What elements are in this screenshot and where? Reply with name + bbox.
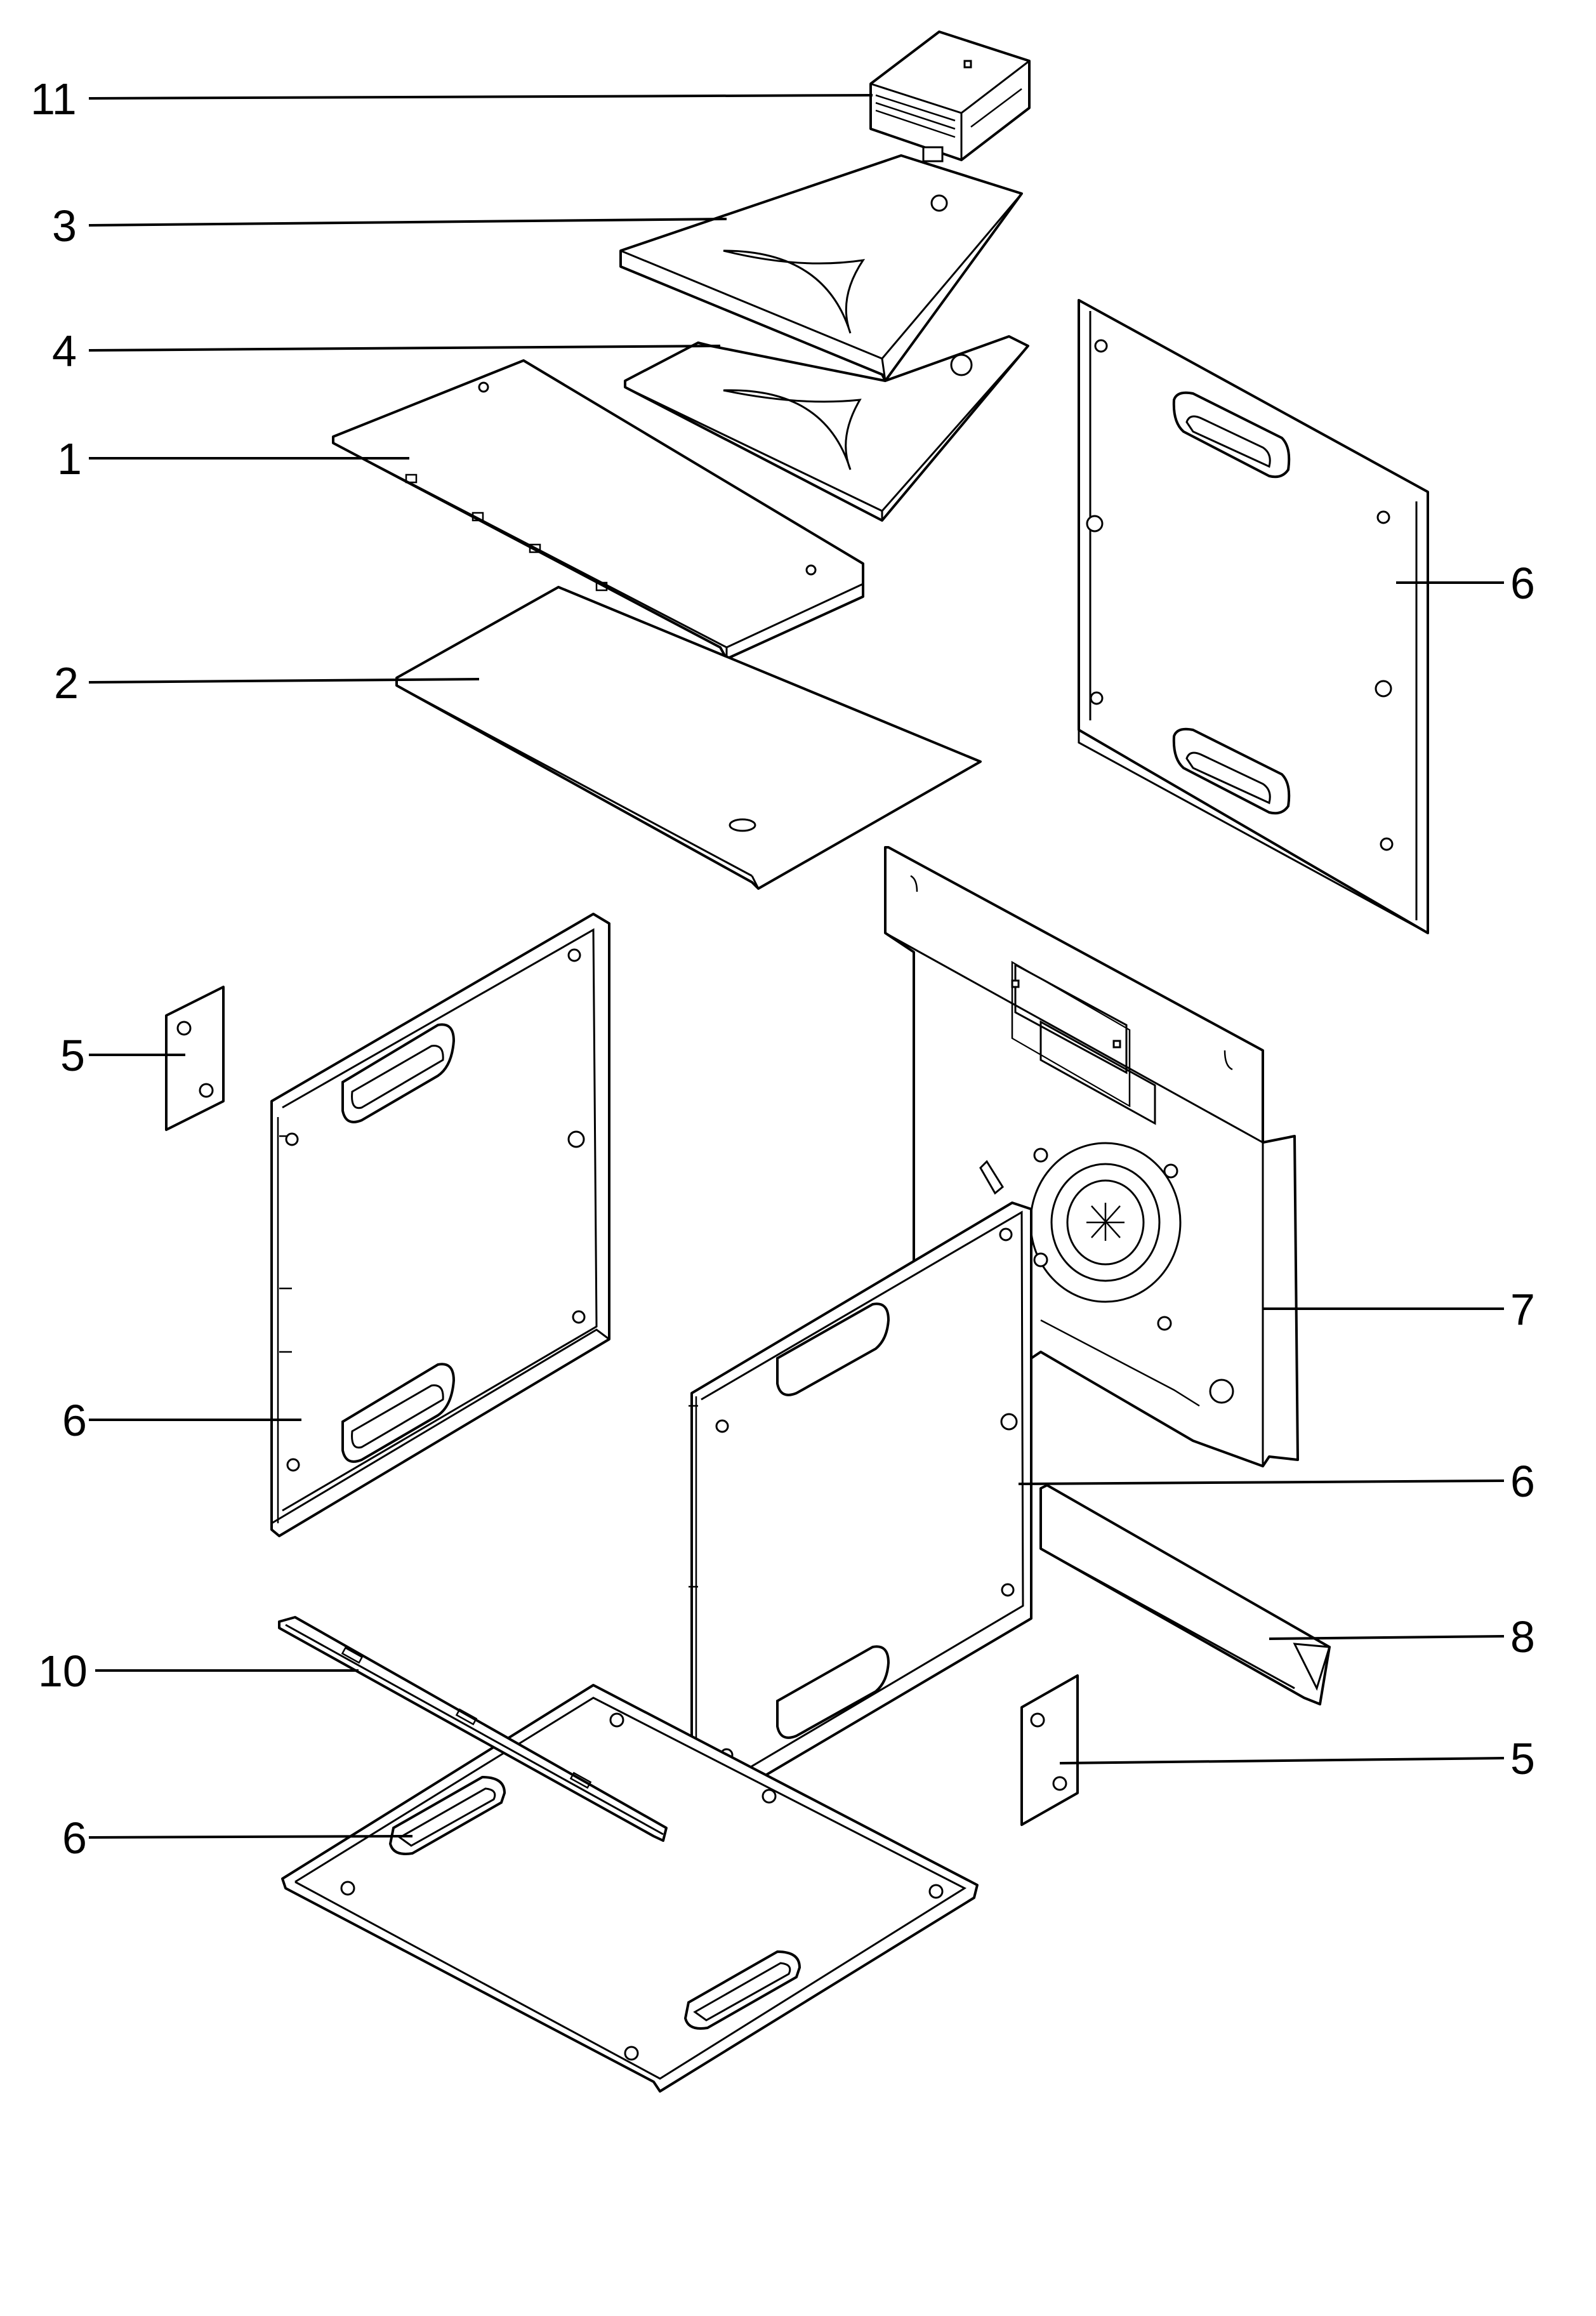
callout-5-right: 5 <box>1510 1734 1535 1783</box>
part-6-side-panel-left <box>270 913 610 1537</box>
callout-4: 4 <box>52 326 77 376</box>
callout-6-top-right: 6 <box>1510 559 1535 608</box>
callout-3: 3 <box>52 201 77 251</box>
leader-lines <box>88 94 1505 1839</box>
callout-10: 10 <box>38 1646 88 1696</box>
part-6-front-panel <box>689 1201 1032 1807</box>
leader-3 <box>88 218 727 227</box>
handle-top <box>776 1302 890 1396</box>
leader-2 <box>88 678 480 684</box>
callout-1: 1 <box>57 434 82 484</box>
callout-7: 7 <box>1510 1285 1535 1334</box>
handle-top <box>1172 391 1291 479</box>
handle-bottom <box>1172 727 1291 815</box>
part-2-base-sheet <box>395 586 982 890</box>
part-4-panel <box>624 335 1029 522</box>
part-11-control-box <box>869 30 1031 161</box>
leader-4 <box>88 345 721 352</box>
leader-8 <box>1269 1635 1505 1640</box>
part-5-plate-left <box>165 986 225 1131</box>
callout-5-left: 5 <box>60 1031 85 1080</box>
part-1-long-panel <box>332 359 864 660</box>
handle-bottom <box>341 1363 456 1463</box>
handle-top <box>388 1775 506 1855</box>
part-5-plate-right <box>1020 1674 1079 1826</box>
leader-6-bottom <box>88 1835 413 1839</box>
part-6-bottom-panel <box>281 1684 979 2093</box>
part-6-side-panel-right <box>1078 299 1429 934</box>
callout-6-bottom: 6 <box>62 1813 87 1863</box>
callout-6-front: 6 <box>1510 1457 1535 1506</box>
callout-labels: 11 3 4 1 2 6 5 6 7 6 8 10 5 6 <box>30 74 1535 1863</box>
part-8-strut <box>1039 1484 1331 1705</box>
handle-bottom <box>683 1950 801 2030</box>
handle-bottom <box>776 1645 890 1739</box>
leader-11 <box>88 94 873 100</box>
callout-2: 2 <box>54 658 79 708</box>
leader-5-right <box>1059 1757 1505 1764</box>
callout-6-left: 6 <box>62 1396 87 1445</box>
leader-6-front <box>1018 1479 1505 1485</box>
handle-top <box>341 1023 456 1123</box>
part-10-rail <box>278 1616 668 1842</box>
callout-8: 8 <box>1510 1612 1535 1662</box>
callout-11: 11 <box>30 74 77 124</box>
